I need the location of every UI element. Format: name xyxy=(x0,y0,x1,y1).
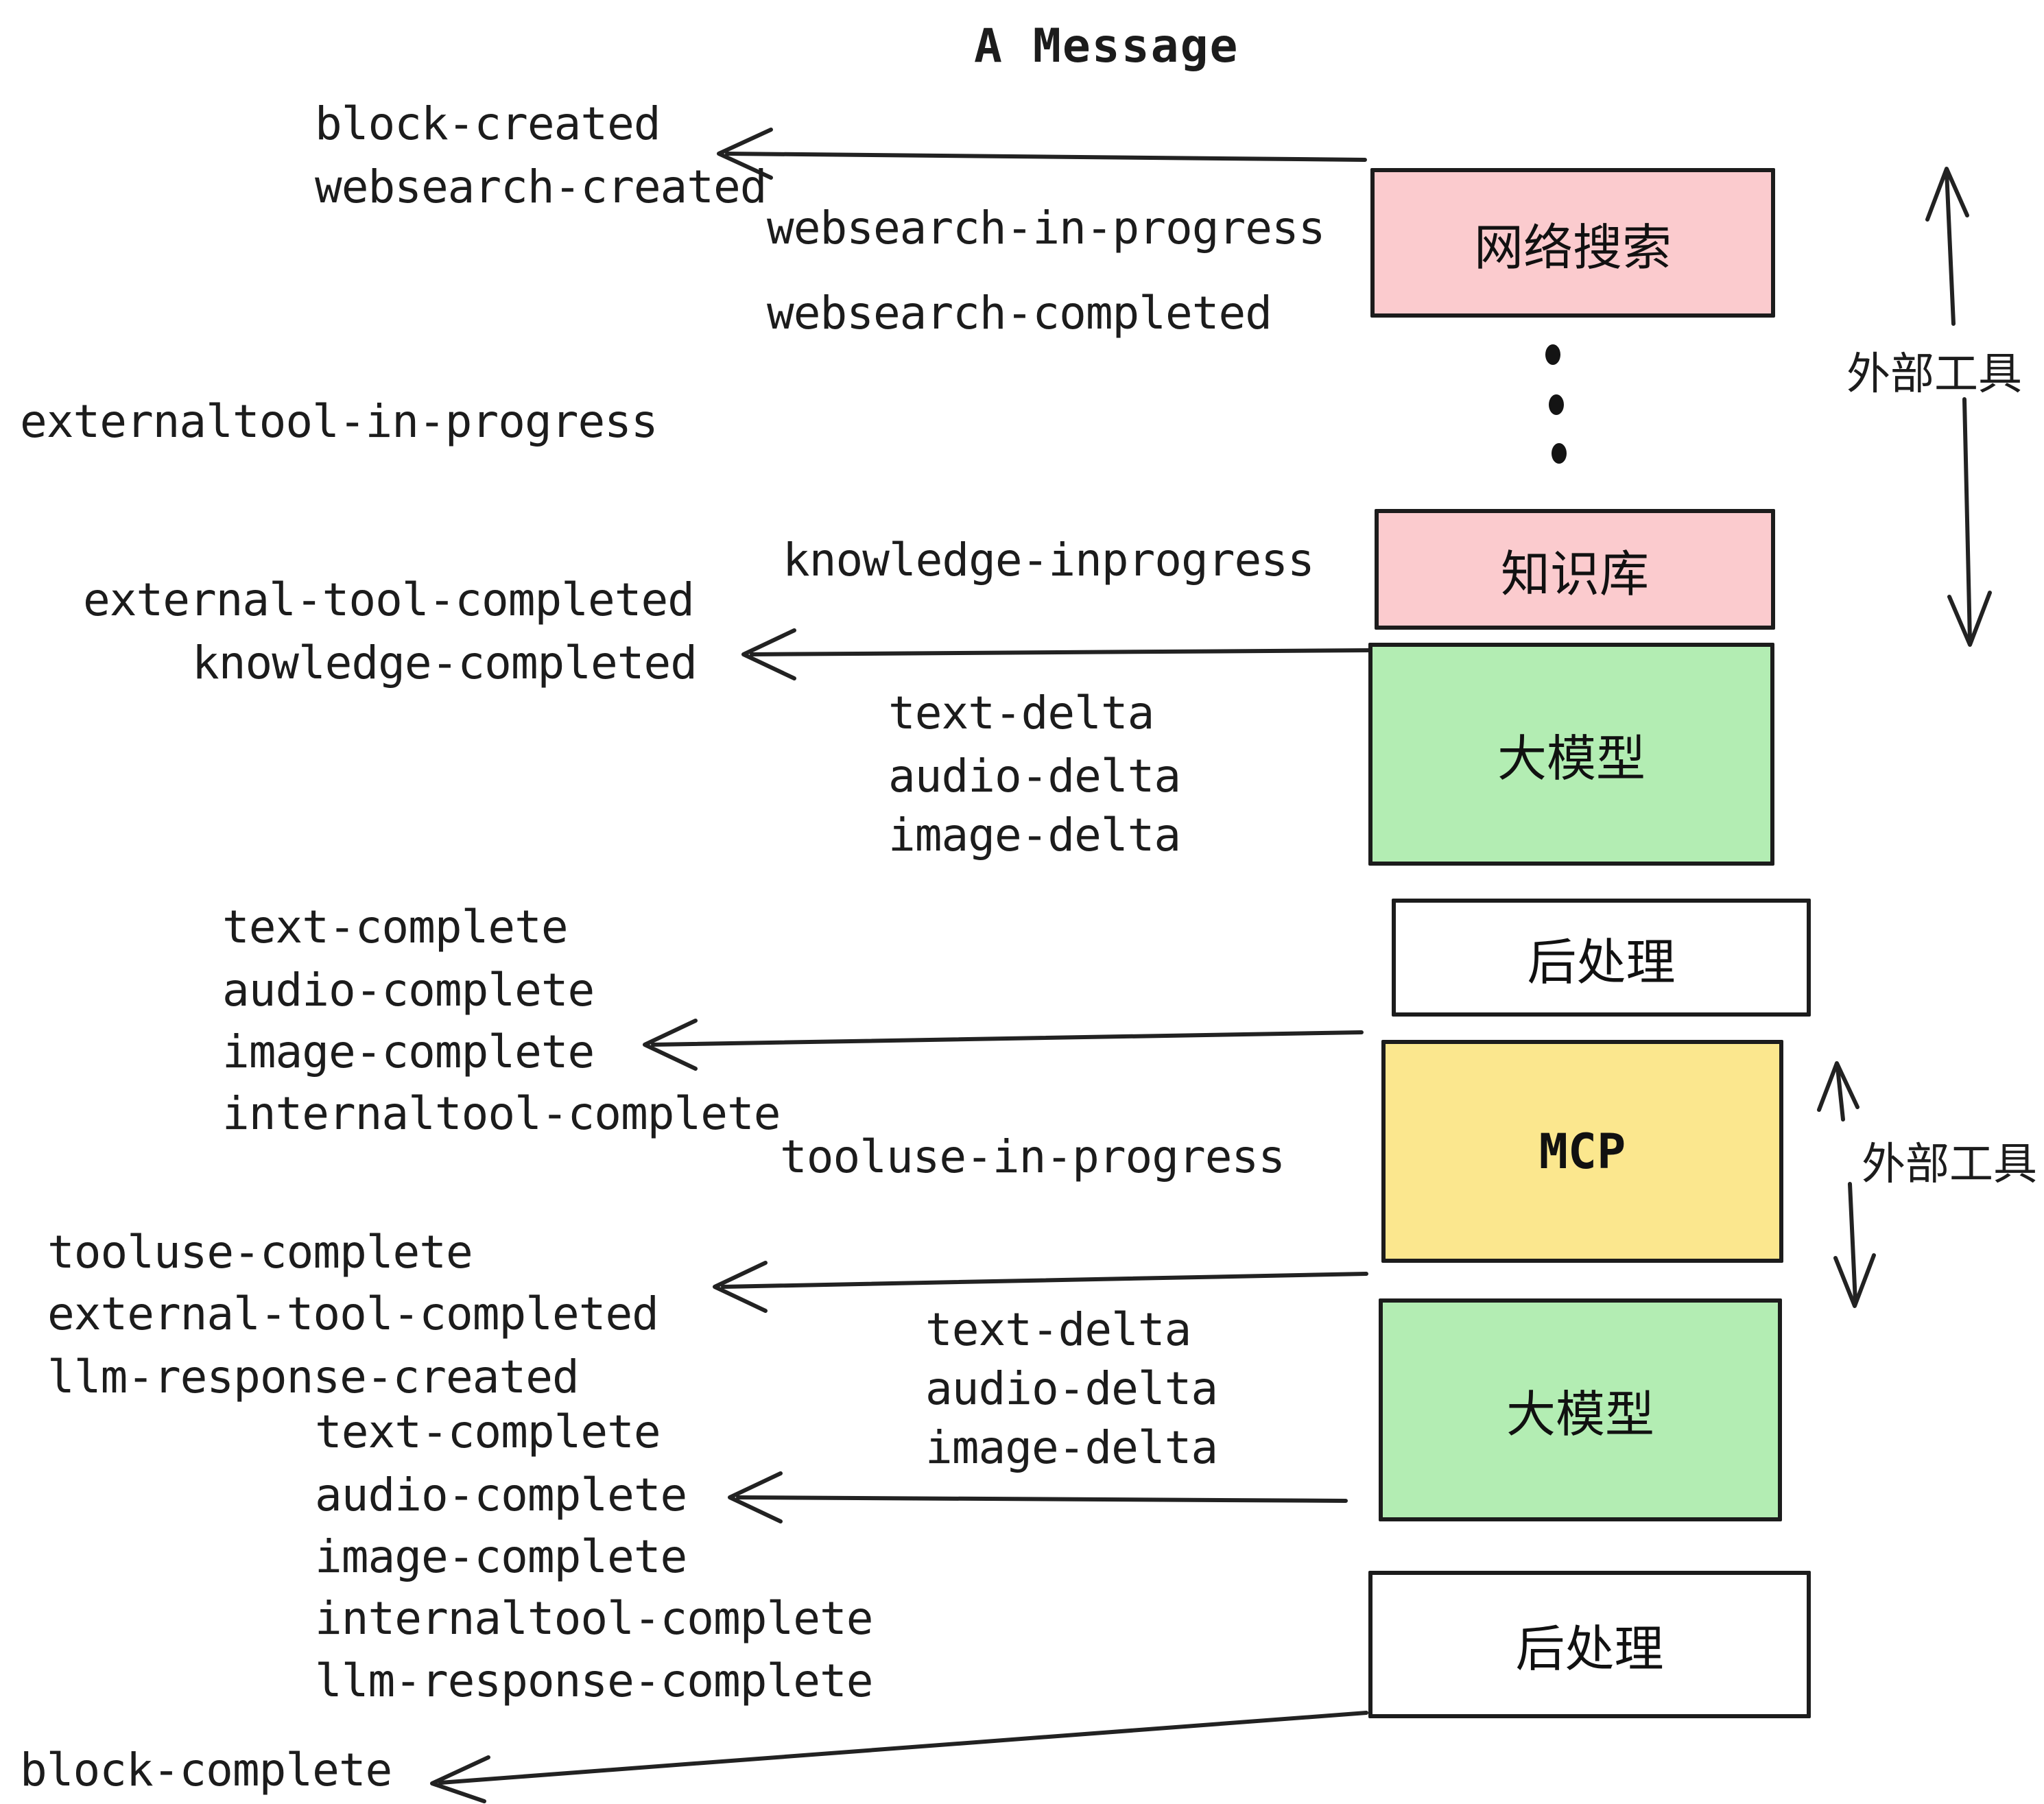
event-label-block-created: block-created xyxy=(315,97,661,150)
event-label-tooluse-complete: tooluse-complete xyxy=(47,1226,473,1279)
external-tools-down-arrow-2 xyxy=(1833,1182,1876,1308)
event-label-externaltool-in-progress: externaltool-in-progress xyxy=(20,395,658,448)
event-label-knowledge-inprogress: knowledge-inprogress xyxy=(783,534,1315,586)
box-postprocess-2-label: 后处理 xyxy=(1515,1620,1664,1678)
arrow-to-audio-complete xyxy=(728,1471,1348,1523)
box-knowledge: 知识库 xyxy=(1375,509,1775,630)
event-label-llm-response-created: llm-response-created xyxy=(47,1351,580,1403)
event-label-internaltool-complete-1: internaltool-complete xyxy=(222,1087,781,1140)
event-label-tooluse-in-progress: tooluse-in-progress xyxy=(780,1130,1285,1183)
event-label-websearch-created: websearch-created xyxy=(315,161,768,213)
event-label-block-complete: block-complete xyxy=(20,1744,392,1796)
box-llm-2: 大模型 xyxy=(1379,1298,1782,1521)
arrow-to-block-created xyxy=(717,128,1367,180)
event-label-websearch-in-progress: websearch-in-progress xyxy=(767,202,1325,254)
event-label-audio-delta-1: audio-delta xyxy=(888,750,1181,803)
event-label-audio-complete-2: audio-complete xyxy=(315,1469,687,1521)
external-tools-up-arrow-1 xyxy=(1925,167,1969,326)
ellipsis-dot-1 xyxy=(1545,344,1560,365)
arrow-to-block-complete xyxy=(430,1711,1368,1803)
external-tools-up-arrow-2 xyxy=(1817,1061,1859,1121)
arrow-to-knowledge-completed xyxy=(741,628,1372,680)
box-mcp-label: MCP xyxy=(1538,1123,1626,1180)
event-label-internaltool-complete-2: internaltool-complete xyxy=(315,1592,873,1645)
external-tools-label-2: 外部工具 xyxy=(1862,1139,2037,1190)
event-label-image-delta-2: image-delta xyxy=(925,1421,1218,1474)
box-knowledge-label: 知识库 xyxy=(1500,545,1649,603)
diagram-title: A Message xyxy=(974,19,1239,73)
ellipsis-dot-3 xyxy=(1552,443,1567,464)
event-label-text-delta-2: text-delta xyxy=(925,1303,1191,1356)
external-tools-label-1: 外部工具 xyxy=(1846,349,2022,400)
event-label-knowledge-completed: knowledge-completed xyxy=(192,637,698,689)
event-label-audio-complete-1: audio-complete xyxy=(222,964,595,1017)
event-label-text-complete-1: text-complete xyxy=(222,901,569,953)
box-websearch: 网络搜索 xyxy=(1370,168,1775,318)
box-llm-1-label: 大模型 xyxy=(1497,730,1645,787)
event-label-text-delta-1: text-delta xyxy=(888,687,1154,739)
event-label-image-delta-1: image-delta xyxy=(888,809,1181,862)
event-label-image-complete-2: image-complete xyxy=(315,1530,687,1583)
event-label-websearch-completed: websearch-completed xyxy=(767,287,1272,340)
event-label-llm-response-complete: llm-response-complete xyxy=(315,1654,873,1707)
external-tools-down-arrow-1 xyxy=(1947,397,1992,647)
box-llm-1: 大模型 xyxy=(1368,643,1774,866)
box-postprocess-1: 后处理 xyxy=(1392,899,1811,1017)
event-label-audio-delta-2: audio-delta xyxy=(925,1362,1218,1415)
box-postprocess-2: 后处理 xyxy=(1368,1571,1811,1718)
box-llm-2-label: 大模型 xyxy=(1506,1386,1654,1443)
arrow-to-image-complete xyxy=(643,1019,1364,1071)
box-mcp: MCP xyxy=(1381,1040,1783,1263)
box-postprocess-1-label: 后处理 xyxy=(1527,933,1676,991)
event-label-external-tool-completed-1: external-tool-completed xyxy=(83,573,695,626)
event-label-text-complete-2: text-complete xyxy=(315,1405,661,1458)
event-label-image-complete-1: image-complete xyxy=(222,1025,595,1078)
ellipsis-dot-2 xyxy=(1549,394,1564,415)
box-websearch-label: 网络搜索 xyxy=(1473,218,1672,276)
event-label-external-tool-completed-2: external-tool-completed xyxy=(47,1287,659,1340)
